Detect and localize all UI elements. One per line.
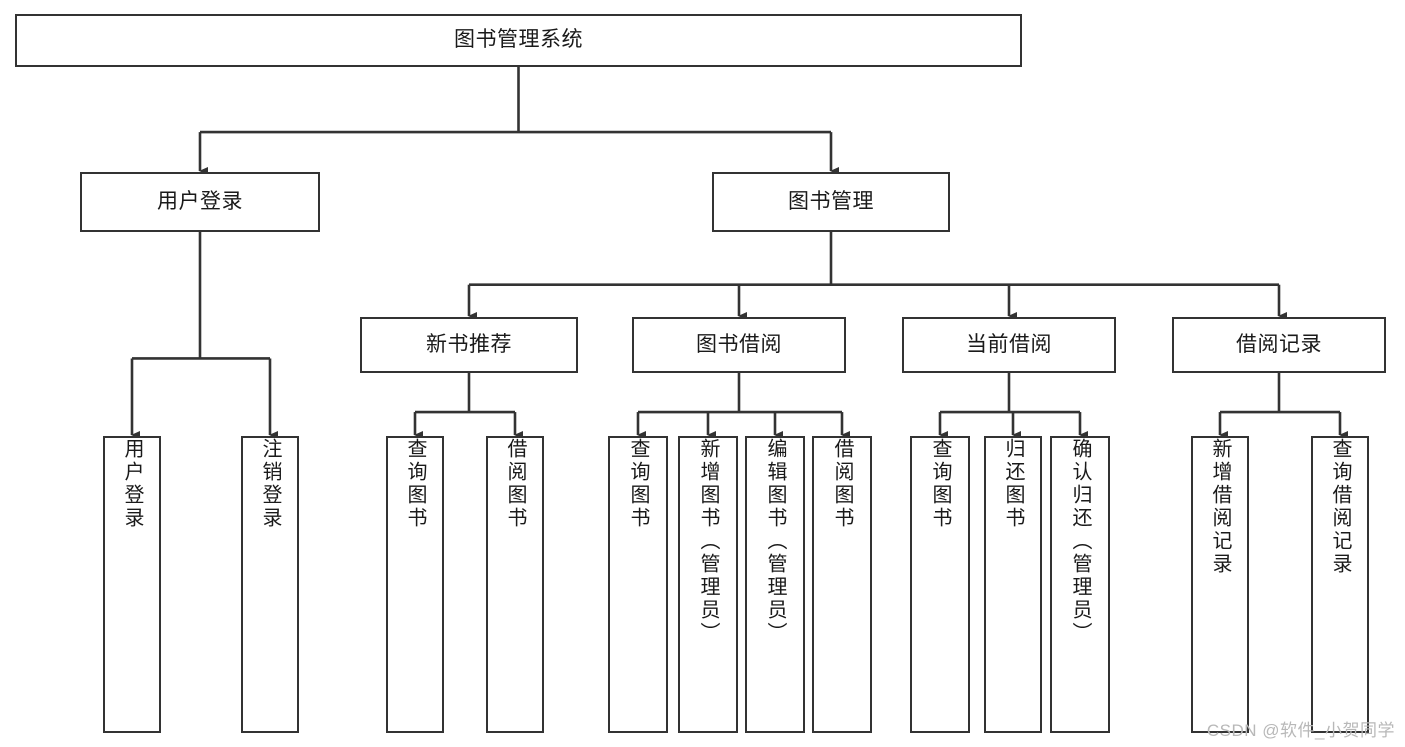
- node-root[interactable]: 图书管理系统: [15, 14, 1022, 67]
- node-label: 借阅图书: [504, 438, 526, 530]
- node-label: 用户登录: [157, 189, 243, 213]
- leaf-borrow-book-2[interactable]: 借阅图书: [812, 436, 872, 733]
- node-label: 用户登录: [121, 438, 143, 530]
- node-label: 图书借阅: [696, 332, 782, 356]
- leaf-add-book[interactable]: 新增图书（管理员）: [678, 436, 738, 733]
- node-new-book-rec[interactable]: 新书推荐: [360, 317, 578, 373]
- node-label: 归还图书: [1002, 438, 1024, 530]
- node-label: 编辑图书（管理员）: [764, 438, 786, 645]
- node-borrow-record[interactable]: 借阅记录: [1172, 317, 1386, 373]
- node-book-borrow[interactable]: 图书借阅: [632, 317, 846, 373]
- node-current-borrow[interactable]: 当前借阅: [902, 317, 1116, 373]
- node-label: 查询图书: [627, 438, 649, 530]
- node-book-manage[interactable]: 图书管理: [712, 172, 950, 232]
- leaf-query-book-3[interactable]: 查询图书: [910, 436, 970, 733]
- leaf-user-login[interactable]: 用户登录: [103, 436, 161, 733]
- node-label: 新增借阅记录: [1209, 438, 1231, 576]
- node-label: 确认归还（管理员）: [1069, 438, 1091, 645]
- node-label: 新书推荐: [426, 332, 512, 356]
- node-label: 查询图书: [404, 438, 426, 530]
- node-label: 注销登录: [259, 438, 281, 530]
- leaf-add-record[interactable]: 新增借阅记录: [1191, 436, 1249, 733]
- node-label: 图书管理系统: [454, 28, 583, 52]
- node-label: 查询借阅记录: [1329, 438, 1351, 576]
- leaf-query-book-2[interactable]: 查询图书: [608, 436, 668, 733]
- node-label: 新增图书（管理员）: [697, 438, 719, 645]
- leaf-logout[interactable]: 注销登录: [241, 436, 299, 733]
- node-label: 当前借阅: [966, 332, 1052, 356]
- node-label: 图书管理: [788, 189, 874, 213]
- leaf-confirm-return[interactable]: 确认归还（管理员）: [1050, 436, 1110, 733]
- leaf-query-record[interactable]: 查询借阅记录: [1311, 436, 1369, 733]
- node-label: 查询图书: [929, 438, 951, 530]
- node-label: 借阅图书: [831, 438, 853, 530]
- leaf-edit-book[interactable]: 编辑图书（管理员）: [745, 436, 805, 733]
- leaf-return-book[interactable]: 归还图书: [984, 436, 1042, 733]
- leaf-borrow-book-1[interactable]: 借阅图书: [486, 436, 544, 733]
- node-user-login[interactable]: 用户登录: [80, 172, 320, 232]
- leaf-query-book-1[interactable]: 查询图书: [386, 436, 444, 733]
- node-label: 借阅记录: [1236, 332, 1322, 356]
